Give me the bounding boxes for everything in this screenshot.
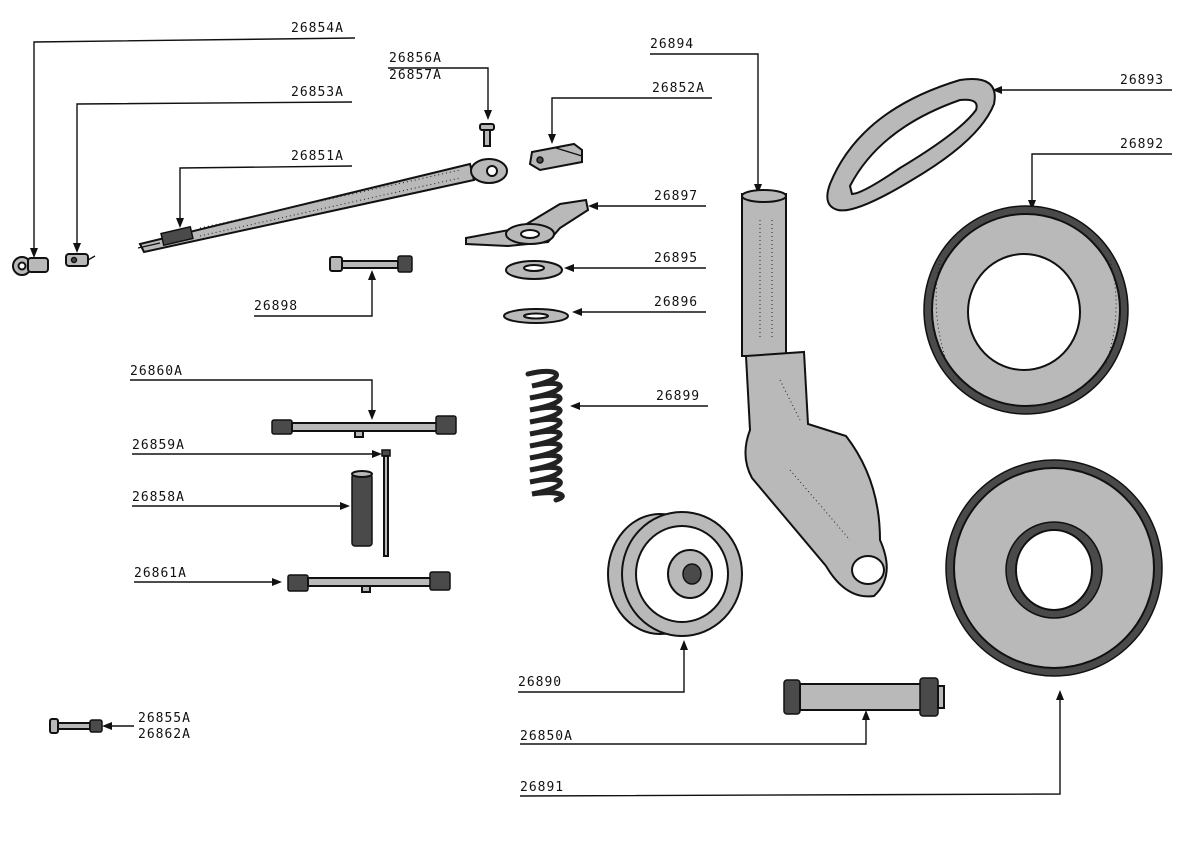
part-26895 — [505, 260, 563, 280]
part-26891 — [945, 459, 1163, 677]
label-26850A: 26850A — [520, 729, 573, 744]
part-26855A — [49, 718, 103, 734]
part-26896 — [503, 308, 569, 324]
part-26899 — [525, 368, 565, 503]
label-26858A: 26858A — [132, 490, 185, 505]
part-26898 — [329, 255, 413, 273]
part-26897 — [465, 198, 590, 248]
label-26854A: 26854A — [291, 21, 344, 36]
part-26892 — [923, 205, 1129, 415]
label-26852A: 26852A — [652, 81, 705, 96]
label-26896: 26896 — [654, 295, 699, 310]
label-26851A: 26851A — [291, 149, 344, 164]
label-26860A: 26860A — [130, 364, 183, 379]
leader-lines — [30, 37, 1172, 797]
label-26861A: 26861A — [134, 566, 187, 581]
part-26858A — [351, 470, 373, 547]
label-26857A: 26857A — [389, 68, 442, 83]
part-26854A — [12, 256, 49, 276]
label-26859A: 26859A — [132, 438, 185, 453]
part-26890 — [607, 511, 743, 637]
label-26899: 26899 — [656, 389, 701, 404]
part-26856A — [479, 123, 495, 147]
part-26850A — [783, 677, 945, 717]
part-26852A — [528, 142, 583, 172]
label-26892: 26892 — [1120, 137, 1165, 152]
part-26851A — [137, 158, 508, 254]
part-26893 — [826, 78, 996, 212]
label-26862A: 26862A — [138, 727, 191, 742]
label-26894: 26894 — [650, 37, 695, 52]
label-26898: 26898 — [254, 299, 299, 314]
label-26897: 26897 — [654, 189, 699, 204]
part-26860A — [271, 415, 457, 438]
part-26894 — [741, 189, 888, 598]
label-26893: 26893 — [1120, 73, 1165, 88]
label-26853A: 26853A — [291, 85, 344, 100]
label-26855A: 26855A — [138, 711, 191, 726]
label-26895: 26895 — [654, 251, 699, 266]
label-26856A: 26856A — [389, 51, 442, 66]
label-26890: 26890 — [518, 675, 563, 690]
label-26891: 26891 — [520, 780, 565, 795]
part-26859A — [381, 449, 391, 557]
part-26853A — [65, 253, 96, 267]
part-26861A — [287, 571, 451, 593]
